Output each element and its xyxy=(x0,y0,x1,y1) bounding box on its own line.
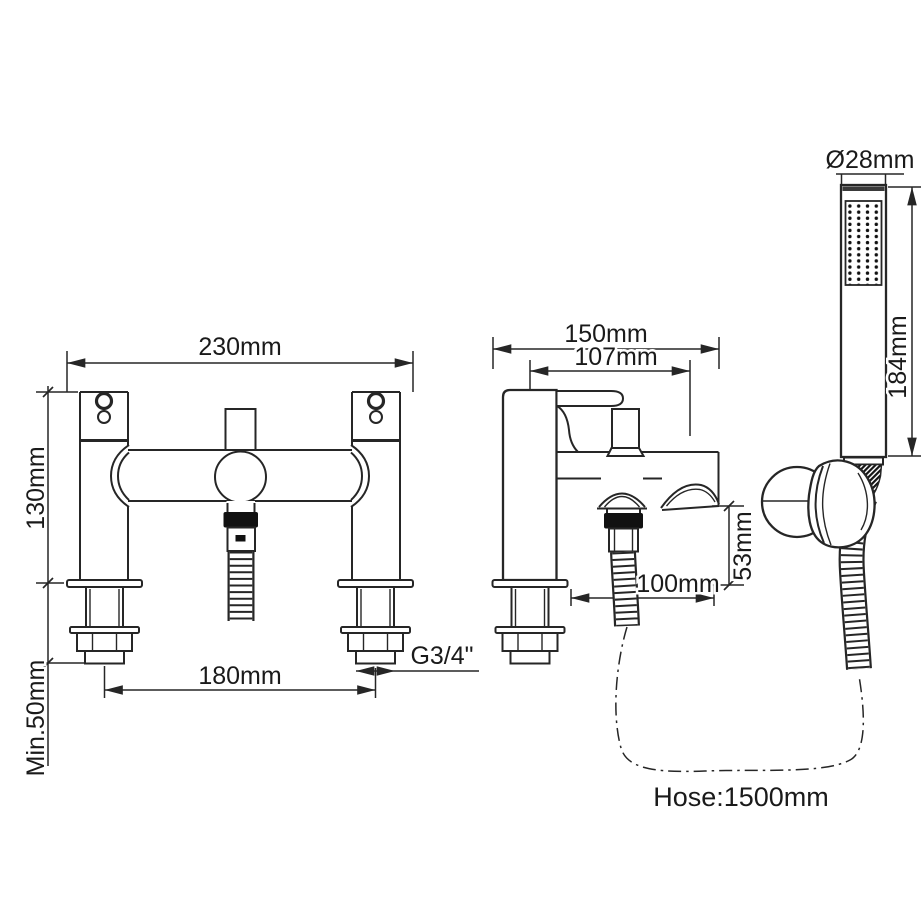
front-diverter xyxy=(214,408,267,552)
diverter-knob xyxy=(224,408,257,451)
dim-handset-length xyxy=(888,186,921,457)
bracket-cone xyxy=(807,459,876,549)
label-outlet-projection: 100mm xyxy=(636,570,719,598)
side-pillar xyxy=(501,388,558,582)
hot-indicator-dot xyxy=(94,391,114,411)
label-outlet-height: 53mm xyxy=(729,511,757,580)
cold-indicator-dot xyxy=(369,410,383,424)
label-handle-projection: 107mm xyxy=(574,343,657,371)
label-min-deck: Min.50mm xyxy=(22,660,50,777)
side-lever-handle xyxy=(555,390,625,407)
dim-overall-width xyxy=(66,351,414,392)
cold-indicator-dot xyxy=(97,410,111,424)
label-tap-centres: 180mm xyxy=(198,662,281,690)
dim-overall-depth xyxy=(492,337,720,369)
side-diverter-knob xyxy=(605,408,646,457)
dimension-lines xyxy=(36,173,921,773)
diverter-body xyxy=(214,450,267,504)
label-overall-width: 230mm xyxy=(198,333,281,361)
left-inlet-shank xyxy=(66,579,143,665)
wall-bracket xyxy=(760,459,876,549)
front-left-pillar xyxy=(79,391,129,580)
dim-handle-projection xyxy=(529,360,691,436)
label-head-diameter: Ø28mm xyxy=(826,146,915,174)
side-hose-connector xyxy=(608,527,639,553)
handset-spray-face xyxy=(844,200,883,286)
side-shower-outlet xyxy=(597,492,647,553)
diverter-collar-band xyxy=(223,512,258,528)
front-right-pillar xyxy=(351,391,401,580)
label-hose-length: Hose:1500mm xyxy=(653,782,829,812)
label-body-height: 130mm xyxy=(22,446,50,529)
handset-assembly xyxy=(760,183,888,670)
label-thread-size: G3/4" xyxy=(410,642,473,670)
front-view xyxy=(66,391,414,665)
hot-indicator-dot xyxy=(366,391,386,411)
hose-routing-curve xyxy=(615,626,865,773)
logo-chip xyxy=(235,535,246,542)
side-spout xyxy=(660,483,720,511)
side-body-arm xyxy=(556,451,720,505)
label-handset-length: 184mm xyxy=(884,315,912,398)
dimension-labels: 230mm 130mm Min.50mm 180mm G3/4" 150mm 1… xyxy=(20,144,917,813)
handset-top-band xyxy=(842,186,885,191)
right-inlet-shank xyxy=(337,579,414,665)
side-shower-hose xyxy=(610,551,640,627)
side-collar-band xyxy=(604,513,643,529)
side-inlet-shank xyxy=(491,579,569,665)
label-overall-depth: 150mm xyxy=(564,320,647,348)
dim-outlet-projection xyxy=(570,585,715,606)
side-view xyxy=(491,388,720,665)
dim-height-stack xyxy=(36,386,84,766)
